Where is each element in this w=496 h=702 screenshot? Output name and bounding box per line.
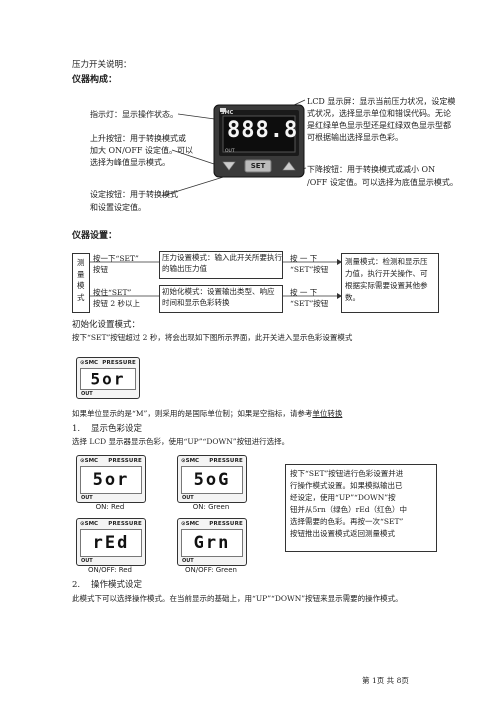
flow-init-box: 初始化模式：设置输出类型、响应时间和显示色彩转换 xyxy=(159,285,283,313)
callout-set-1: 设定按钮：用于转换模式 xyxy=(90,190,178,199)
caption-on-green: ON: Green xyxy=(192,503,230,511)
callout-up-2: 加大 ON/OFF 设定值。可以 xyxy=(90,146,193,155)
lcd-sor-panel: ⊙SMC PRESSURE 5or OUT xyxy=(76,357,140,399)
device-brand: SMC xyxy=(221,110,234,116)
flow-result-box: 测量模式：检测和显示压力值，执行开关操作、可 根据实际需要设置其他参数。 xyxy=(341,253,439,313)
step2-heading: 2. 操作模式设定 xyxy=(72,580,142,590)
unit-conversion-link[interactable]: 单位转换 xyxy=(312,409,343,418)
caption-onoff-green: ON/OFF: Green xyxy=(185,566,237,574)
caption-on-red: ON: Red xyxy=(95,503,125,511)
doc-title: 压力开关说明： xyxy=(72,60,132,70)
init-desc: 按下“SET”按钮超过 2 秒，将会出现如下图所示界面，此开关进入显示色彩设置模… xyxy=(72,333,353,342)
callout-lcd-2: 式状况，选择显示单位和错误代码。无论 xyxy=(307,109,451,118)
flow-measure-box: 测 量 模 式 xyxy=(72,253,90,313)
device-out-label: OUT xyxy=(225,149,235,154)
section-heading-setup: 仪器设置： xyxy=(72,231,118,241)
callout-down-2: /OFF 设定值。可以选择为底值显示模式。 xyxy=(307,178,458,187)
callout-indicator: 指示灯：显示操作状态。 xyxy=(90,110,178,119)
device-digits: 888.8 xyxy=(227,118,299,143)
callout-lcd-3: 是红绿单色显示型还是红绿双色显示型都 xyxy=(307,121,451,130)
step2-desc: 此模式下可以选择操作模式。在当前显示的基础上，用“UP”“DOWN”按钮来显示需… xyxy=(72,594,403,603)
lcd-out-label: OUT xyxy=(81,391,93,397)
down-button-icon[interactable] xyxy=(283,161,293,171)
flow-pressure-set-box: 压力设置模式：输入此开关所要执行的输出压力值 xyxy=(159,251,283,279)
callout-lcd-4: 可根据输出选择显示色彩。 xyxy=(307,133,403,142)
step1-heading: 1. 显示色彩设定 xyxy=(72,424,142,434)
callout-down-1: 下降按钮：用于转换模式或减小 ON xyxy=(307,165,436,174)
callout-up-1: 上升按钮：用于转换模式或 xyxy=(90,134,186,143)
page-footer: 第 1页 共 8页 xyxy=(362,676,409,685)
callout-set-2: 和设置设定值。 xyxy=(90,203,146,212)
lcd-sor-text: 5or xyxy=(90,369,126,389)
callout-up-3: 选择为峰值显示模式。 xyxy=(90,158,170,167)
section-heading-composition: 仪器构成： xyxy=(72,75,118,85)
callout-lcd-1: LCD 显示屏：显示当前压力状况，设定模 xyxy=(307,97,456,106)
flow-row2-right: 按 一 下“SET”按钮 xyxy=(290,288,329,308)
step1-desc: 选择 LCD 显示器显示色彩，使用“UP”“DOWN”按钮进行选择。 xyxy=(72,437,290,446)
caption-onoff-red: ON/OFF: Red xyxy=(87,566,132,574)
init-title: 初始化设置模式： xyxy=(72,320,141,330)
up-button-icon[interactable] xyxy=(225,161,235,171)
unit-note: 如果单位显示的是“M”，则采用的是国际单位制；如果是空指标，请参考单位转换 xyxy=(72,409,343,418)
device-set-button[interactable]: SET xyxy=(250,162,266,170)
smc-logo-icon: ⊙SMC xyxy=(80,360,99,366)
flow-row2-left: 按住“SET”按钮 2 秒以上 xyxy=(93,288,141,308)
flow-row1-left: 按一下“SET”按钮 xyxy=(93,254,139,274)
lcd-pressure-label: PRESSURE xyxy=(102,360,136,366)
flow-row1-right: 按 一 下“SET”按钮 xyxy=(290,254,329,274)
pressure-switch-device: SMC 888.8 OUT SET xyxy=(213,104,305,178)
color-note-box: 按下“SET”按钮进行色彩设置并进行操作模式设置。如果模拟输出已 经设定，使用“… xyxy=(285,464,437,552)
